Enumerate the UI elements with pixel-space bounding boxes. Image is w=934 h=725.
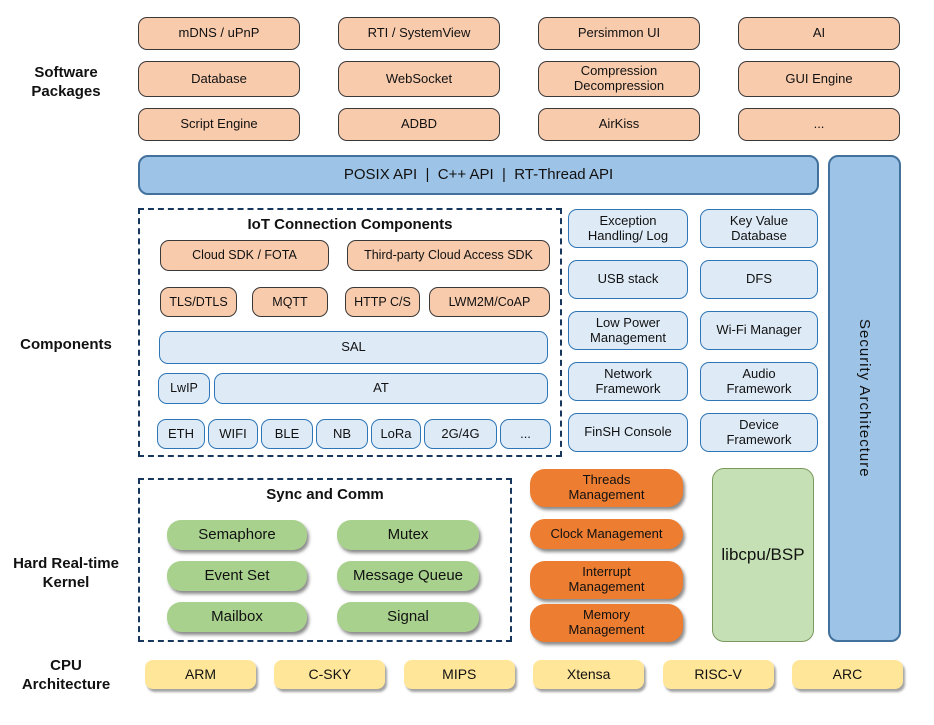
libcpu-bsp-box: libcpu/BSP <box>712 468 814 642</box>
exception-log-box: Exception Handling/ Log <box>568 209 688 248</box>
dfs-box: DFS <box>700 260 818 299</box>
kv-database-box: Key Value Database <box>700 209 818 248</box>
at-box: AT <box>214 373 548 404</box>
event-set-box: Event Set <box>167 561 307 591</box>
wifi-box: WIFI <box>208 419 258 449</box>
sal-box: SAL <box>159 331 548 364</box>
package-box-persimmon-ui: Persimmon UI <box>538 17 700 50</box>
clock-management-box: Clock Management <box>530 519 683 549</box>
cpu-architecture-row: ARM C-SKY MIPS Xtensa RISC-V ARC <box>145 660 903 689</box>
package-box-websocket: WebSocket <box>338 61 500 97</box>
posix-api-bar: POSIX API | C++ API | RT-Thread API <box>138 155 819 195</box>
signal-box: Signal <box>337 602 479 632</box>
device-framework-box: Device Framework <box>700 413 818 452</box>
third-party-cloud-sdk-box: Third-party Cloud Access SDK <box>347 240 550 271</box>
label-cpu-architecture: CPU Architecture <box>21 657 111 693</box>
c-sky-box: C-SKY <box>274 660 386 689</box>
network-framework-box: Network Framework <box>568 362 688 401</box>
lora-box: LoRa <box>371 419 421 449</box>
package-box-airkiss: AirKiss <box>538 108 700 141</box>
arm-box: ARM <box>145 660 256 689</box>
link-layer-row: ETH WIFI BLE NB LoRa 2G/4G ... <box>157 419 551 449</box>
package-box-ai: AI <box>738 17 900 50</box>
package-box-database: Database <box>138 61 300 97</box>
lwip-box: LwIP <box>158 373 210 404</box>
sync-comm-grid: Semaphore Mutex Event Set Message Queue … <box>167 520 479 632</box>
label-software-packages: Software Packages <box>31 64 101 100</box>
risc-v-box: RISC-V <box>662 660 774 689</box>
label-hard-realtime-kernel: Hard Real-time Kernel <box>13 555 119 591</box>
security-architecture-label: Security Architecture <box>856 319 874 478</box>
2g4g-box: 2G/4G <box>424 419 497 449</box>
package-box-rti-systemview: RTI / SystemView <box>338 17 500 50</box>
more-links-box: ... <box>500 419 551 449</box>
mips-box: MIPS <box>403 660 515 689</box>
sync-and-comm-group: Sync and Comm Semaphore Mutex Event Set … <box>138 478 512 642</box>
mailbox-box: Mailbox <box>167 602 307 632</box>
semaphore-box: Semaphore <box>167 520 307 550</box>
software-packages-grid: mDNS / uPnP RTI / SystemView Persimmon U… <box>138 17 900 141</box>
eth-box: ETH <box>157 419 205 449</box>
interrupt-management-box: Interrupt Management <box>530 561 683 599</box>
threads-management-box: Threads Management <box>530 469 683 507</box>
tls-dtls-box: TLS/DTLS <box>160 287 237 317</box>
http-cs-box: HTTP C/S <box>345 287 420 317</box>
iot-group-title: IoT Connection Components <box>247 216 453 233</box>
arc-box: ARC <box>791 660 903 689</box>
memory-management-box: Memory Management <box>530 604 683 642</box>
nb-box: NB <box>316 419 368 449</box>
mqtt-box: MQTT <box>252 287 328 317</box>
wifi-manager-box: Wi-Fi Manager <box>700 311 818 350</box>
package-box-adbd: ADBD <box>338 108 500 141</box>
label-components: Components <box>20 336 112 353</box>
usb-stack-box: USB stack <box>568 260 688 299</box>
mutex-box: Mutex <box>337 520 479 550</box>
components-grid: Exception Handling/ Log Key Value Databa… <box>568 209 818 452</box>
package-box-compression: Compression Decompression <box>538 61 700 97</box>
package-box-more: ... <box>738 108 900 141</box>
package-box-script-engine: Script Engine <box>138 108 300 141</box>
message-queue-box: Message Queue <box>337 561 479 591</box>
low-power-box: Low Power Management <box>568 311 688 350</box>
sync-comm-title: Sync and Comm <box>266 486 384 503</box>
package-box-gui-engine: GUI Engine <box>738 61 900 97</box>
lwm2m-coap-box: LWM2M/CoAP <box>429 287 550 317</box>
security-architecture-bar: Security Architecture <box>828 155 901 642</box>
finsh-console-box: FinSH Console <box>568 413 688 452</box>
audio-framework-box: Audio Framework <box>700 362 818 401</box>
cloud-sdk-fota-box: Cloud SDK / FOTA <box>160 240 329 271</box>
iot-connection-components-group: IoT Connection Components Cloud SDK / FO… <box>138 208 562 457</box>
ble-box: BLE <box>261 419 313 449</box>
package-box-mdns-upnp: mDNS / uPnP <box>138 17 300 50</box>
xtensa-box: Xtensa <box>533 660 645 689</box>
